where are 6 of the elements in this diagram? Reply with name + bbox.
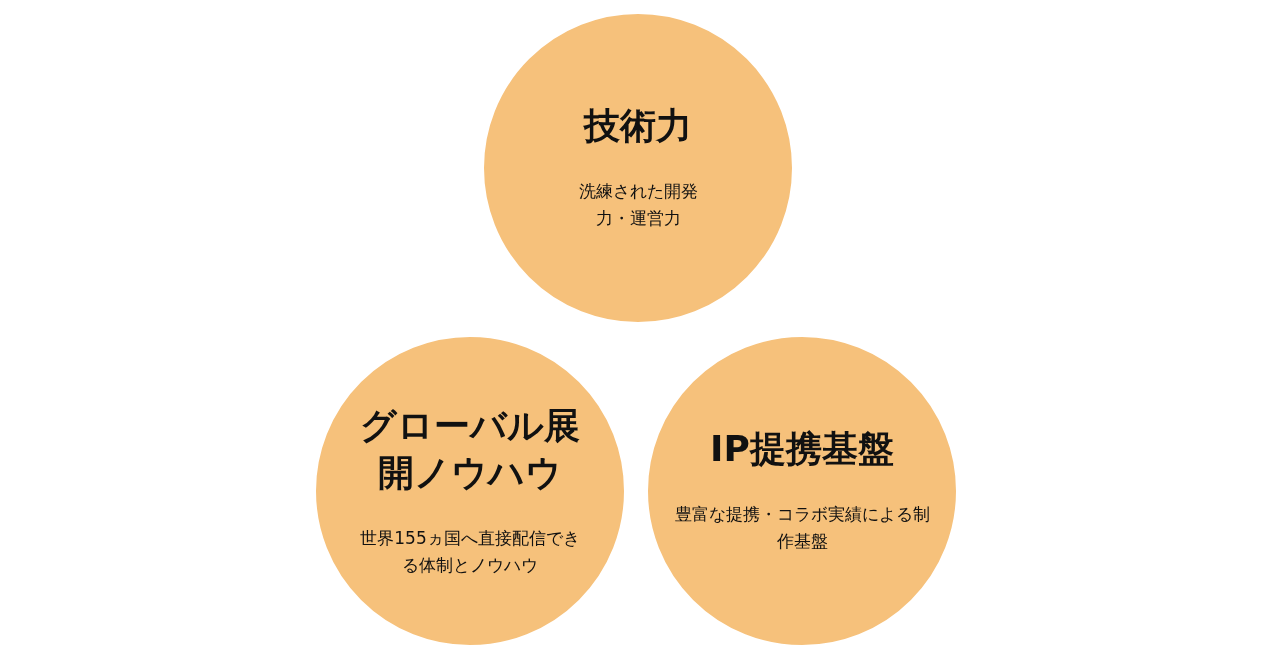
description: 世界155ヵ国へ直接配信できる体制とノウハウ	[360, 526, 580, 577]
description: 洗練された開発力・運営力	[577, 180, 699, 231]
heading: IP提携基盤	[710, 427, 894, 472]
description: 豊富な提携・コラボ実績による制作基盤	[673, 503, 931, 554]
heading: グローバル展開ノウハウ	[360, 404, 580, 495]
heading: 技術力	[584, 104, 692, 149]
